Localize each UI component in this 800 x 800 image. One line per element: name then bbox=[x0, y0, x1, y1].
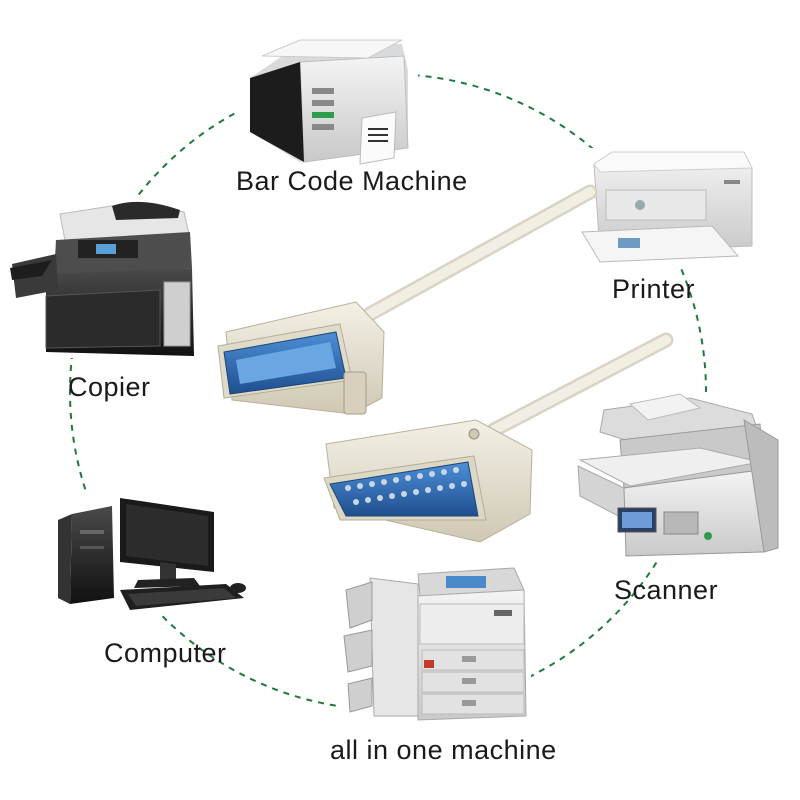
all-in-one-machine-label: all in one machine bbox=[330, 735, 557, 765]
parallel-cable-icon bbox=[217, 184, 674, 543]
multifunction-printer-icon bbox=[343, 567, 527, 721]
copier-icon bbox=[10, 201, 194, 356]
scanner-icon bbox=[577, 393, 779, 557]
desktop-computer-icon bbox=[58, 498, 246, 610]
barcode-printer-icon bbox=[250, 39, 409, 165]
laser-printer-icon bbox=[581, 151, 753, 263]
scanner-label: Scanner bbox=[614, 575, 719, 605]
copier-label: Copier bbox=[68, 372, 151, 402]
bar-code-machine-label: Bar Code Machine bbox=[236, 166, 468, 196]
printer-label: Printer bbox=[612, 274, 696, 304]
computer-label: Computer bbox=[104, 638, 227, 668]
